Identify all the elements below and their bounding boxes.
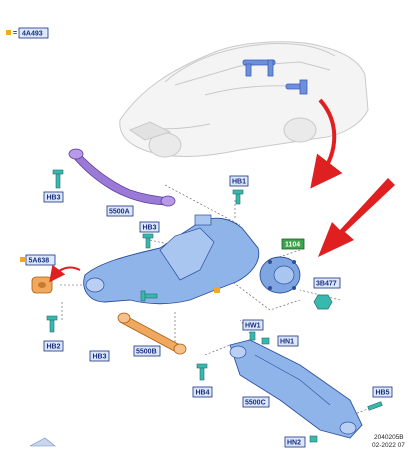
label-hb3-mid: HB3 — [139, 221, 160, 233]
red-curved-arrow — [310, 98, 343, 189]
label-hb3-top: HB3 — [43, 191, 64, 203]
bolts — [46, 169, 383, 443]
svg-text:HB3: HB3 — [47, 195, 61, 202]
label-5500b: 5500B — [133, 345, 161, 357]
svg-text:5500B: 5500B — [136, 349, 157, 356]
footer-date: 02-2022 07 — [372, 442, 405, 449]
nut-hn2 — [309, 435, 318, 443]
footer-code: 2040205B — [374, 434, 404, 441]
svg-text:HW1: HW1 — [245, 323, 261, 330]
label-hw1: HW1 — [242, 319, 264, 331]
bolt-hb3-low — [140, 290, 158, 302]
label-1104: 1104 — [281, 238, 305, 250]
red-pointer-arrow — [318, 178, 395, 257]
bolt-hb3-top — [52, 169, 64, 189]
svg-text:5A638: 5A638 — [29, 258, 50, 265]
svg-text:HN1: HN1 — [280, 339, 294, 346]
label-5500c: 5500C — [242, 396, 270, 408]
nut-hn1 — [261, 337, 270, 345]
legend-code-box — [18, 27, 49, 39]
knuckle-assembly — [83, 214, 260, 305]
label-hb1: HB1 — [229, 175, 249, 187]
car-suspension-highlight — [242, 59, 308, 95]
svg-text:HB3: HB3 — [143, 225, 157, 232]
svg-text:HB2: HB2 — [47, 344, 61, 351]
hub-nut-3b477 — [313, 294, 333, 310]
label-hb3-low: HB3 — [89, 350, 110, 362]
car-silhouette — [119, 41, 369, 158]
bolt-hb1 — [232, 189, 244, 205]
lower-arm-5500c — [229, 339, 363, 439]
bolt-hb3-mid — [142, 233, 154, 249]
red-bushing-arrow — [49, 264, 81, 283]
wheel-hub-1104 — [259, 256, 301, 294]
label-hb2: HB2 — [43, 340, 64, 352]
label-hn2: HN2 — [284, 436, 306, 448]
part-labels: HB3 5500A HB1 HB3 5A638 HB2 1104 — [20, 175, 393, 448]
label-5500a: 5500A — [106, 205, 134, 217]
bolt-hb4 — [196, 363, 208, 381]
label-hb4: HB4 — [192, 386, 213, 398]
svg-text:HB5: HB5 — [376, 390, 390, 397]
corner-logo-mark — [29, 437, 56, 447]
svg-text:HB1: HB1 — [232, 179, 246, 186]
label-3b477: 3B477 — [313, 277, 341, 289]
bolt-hb2 — [46, 315, 58, 333]
toe-link-5500b — [117, 312, 187, 355]
svg-text:HB3: HB3 — [93, 354, 107, 361]
bolt-hb5 — [367, 401, 383, 411]
svg-text:HB4: HB4 — [196, 390, 210, 397]
upper-arm-5500a — [68, 148, 176, 207]
legend-prefix: = — [13, 30, 17, 37]
bolt-hw1 — [249, 331, 256, 341]
svg-text:3B477: 3B477 — [316, 281, 337, 288]
bushing-5a638 — [31, 276, 53, 294]
svg-text:1104: 1104 — [285, 242, 300, 249]
label-hb5: HB5 — [372, 386, 393, 398]
legend-code: 4A493 — [22, 31, 43, 38]
legend: = 4A493 — [6, 27, 49, 39]
label-5a638: 5A638 — [20, 254, 56, 266]
svg-text:HN2: HN2 — [287, 440, 301, 447]
svg-text:5500A: 5500A — [109, 209, 130, 216]
label-hn1: HN1 — [277, 335, 299, 347]
legend-marker — [6, 30, 11, 35]
svg-text:5500C: 5500C — [245, 400, 266, 407]
